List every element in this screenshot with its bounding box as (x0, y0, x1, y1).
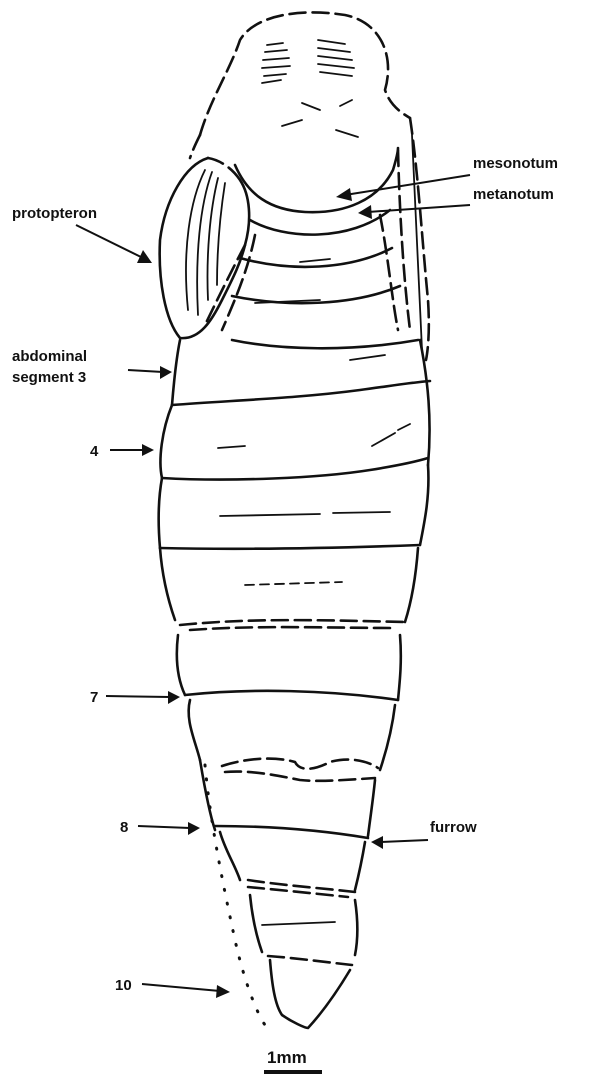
segment7-arrow (106, 691, 180, 704)
thorax-segments (232, 148, 400, 303)
segment10-label: 10 (115, 977, 132, 994)
segment4-label: 4 (90, 443, 99, 460)
scale-label: 1mm (267, 1048, 307, 1067)
furrow-arrow (371, 836, 428, 849)
protopteron-shape (160, 158, 255, 338)
segment8-label: 8 (120, 819, 128, 836)
abdominal-label-line2: segment 3 (12, 369, 86, 386)
head-outline (190, 12, 410, 158)
furrow-label: furrow (430, 819, 477, 836)
right-wing-sheath (380, 118, 429, 360)
metanotum-arrow (358, 205, 470, 219)
mesonotum-arrow (336, 175, 470, 201)
segment4-arrow (110, 444, 154, 456)
segment3-arrow (128, 366, 172, 379)
segment7-label: 7 (90, 689, 98, 706)
abdominal-label-line1: abdominal (12, 348, 87, 365)
body-left-edge-upper (172, 340, 180, 405)
abdomen (159, 340, 430, 1028)
mesonotum-label: mesonotum (473, 155, 558, 172)
metanotum-label: metanotum (473, 186, 554, 203)
protopteron-arrow (76, 225, 152, 263)
segment8-arrow (138, 822, 200, 835)
segment10-arrow (142, 984, 230, 998)
protopteron-label: protopteron (12, 205, 97, 222)
